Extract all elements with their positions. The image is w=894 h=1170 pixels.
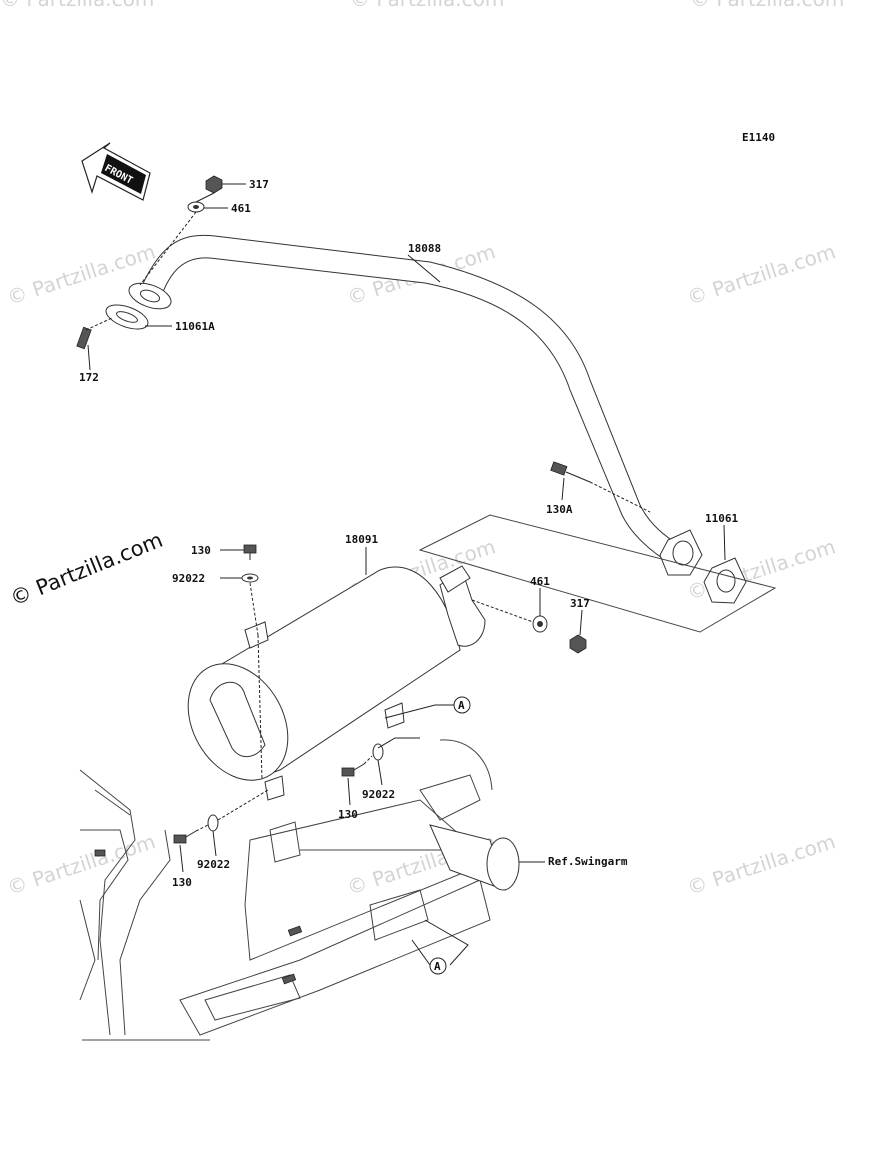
part-label-18091[interactable]: 18091 [345,533,378,546]
pipe-rear-flange [659,529,703,576]
part-label-11061a[interactable]: 11061A [175,320,215,333]
part-label-461[interactable]: 461 [231,202,251,215]
nut-317-top [205,175,223,194]
washer-92022-top [241,573,259,583]
part-label-317[interactable]: 317 [249,178,269,191]
stud-172 [76,326,92,350]
gasket-11061 [703,557,747,604]
part-label-92022[interactable]: 92022 [172,572,205,585]
partzilla-logo-watermark: © Partzilla.com [7,528,166,611]
muffler-guide-lines [195,582,534,832]
part-labels: 317 461 18088 11061A 172 130A 11061 130 … [79,178,738,889]
part-label-11061[interactable]: 11061 [705,512,738,525]
part-label-461[interactable]: 461 [530,575,550,588]
gasket-11061a [105,304,149,330]
washer-461-top [187,201,205,213]
bolt-130-mid [341,763,365,777]
callout-letter: A [434,960,441,973]
diagram-code: E1140 [742,131,775,144]
watermark: © Partzilla.com [0,0,154,11]
part-label-130a[interactable]: 130A [546,503,573,516]
front-arrow-icon: FRONT [81,142,151,201]
ref-swingarm-label: Ref.Swingarm [548,855,628,868]
mounting-plane [418,514,777,633]
bolt-130-low [173,830,197,844]
part-label-317[interactable]: 317 [570,597,590,610]
part-label-130[interactable]: 130 [338,808,358,821]
muffler[interactable] [168,565,486,801]
watermark: © Partzilla.com [684,829,838,900]
callout-a-lower: A [411,919,469,975]
nut-317-mid [569,634,587,654]
watermark: © Partzilla.com [684,534,838,605]
pipe-front-flange [128,282,172,310]
watermark: © Partzilla.com [684,239,838,310]
bolt-130a [550,461,591,483]
guide-lines [85,192,651,513]
part-label-92022[interactable]: 92022 [362,788,395,801]
part-label-92022[interactable]: 92022 [197,858,230,871]
part-label-130[interactable]: 130 [191,544,211,557]
watermark: © Partzilla.com [350,0,504,11]
watermarks: © Partzilla.com © Partzilla.com © Partzi… [0,0,844,900]
part-label-172[interactable]: 172 [79,371,99,384]
washer-461-mid [532,615,548,633]
callout-letter: A [458,699,465,712]
leader-lines [87,183,726,873]
callout-a-upper: A [377,696,471,749]
part-label-130[interactable]: 130 [172,876,192,889]
watermark: © Partzilla.com [690,0,844,11]
bolt-130-top [243,544,257,560]
washer-92022-low [207,814,219,832]
part-label-18088[interactable]: 18088 [408,242,441,255]
vehicle-frame [79,739,520,1041]
